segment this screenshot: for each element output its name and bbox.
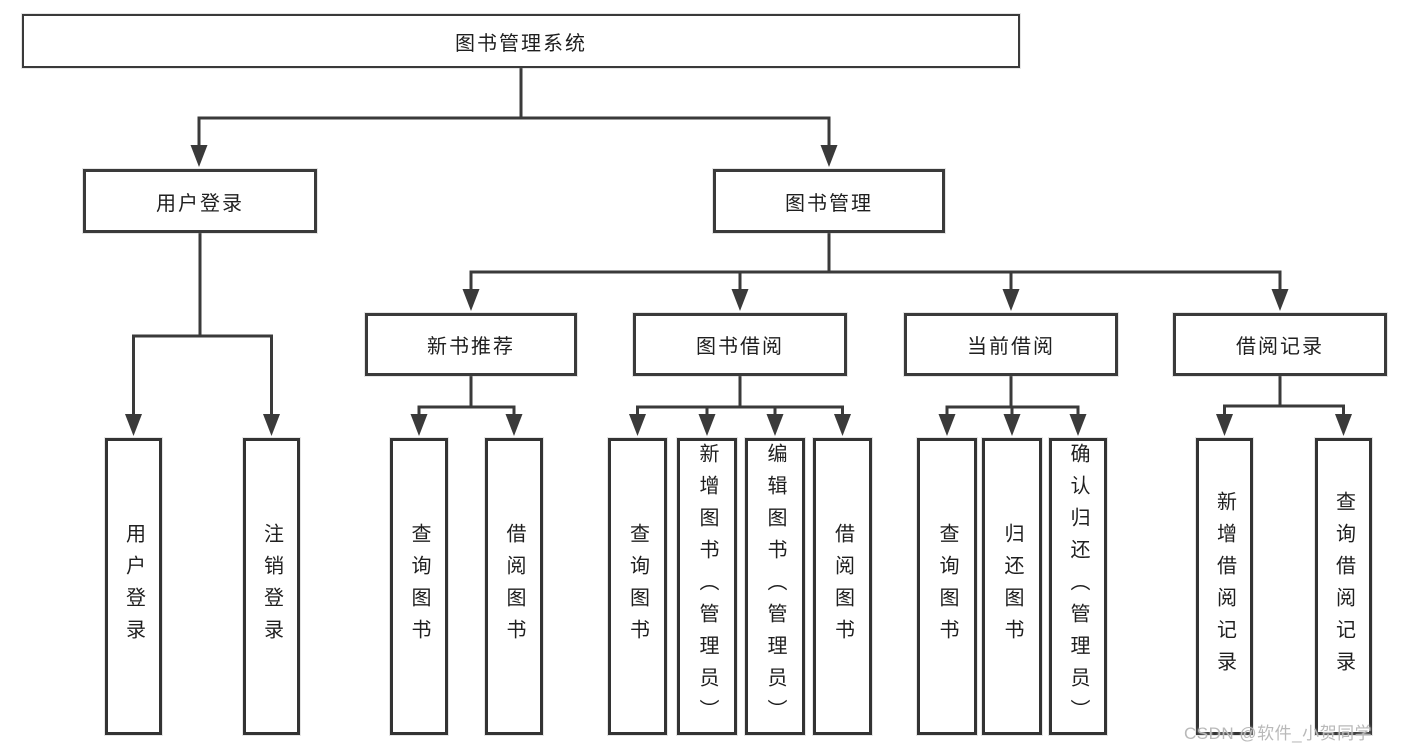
leaf-records-add-record: 新增借阅记录: [1196, 438, 1253, 735]
leaf-current-return-books: 归还图书: [982, 438, 1042, 735]
leaf-borrow-add-books-admin: 新增图书（管理员）: [677, 438, 737, 735]
leaf-recommend-query-books: 查询图书: [390, 438, 448, 735]
leaf-borrow-edit-books-admin: 编辑图书（管理员）: [745, 438, 805, 735]
leaf-current-query-books: 查询图书: [917, 438, 977, 735]
node-borrow-records: 借阅记录: [1173, 313, 1387, 376]
node-book-borrow: 图书借阅: [633, 313, 847, 376]
node-root-library-system: 图书管理系统: [22, 14, 1020, 68]
node-user-login: 用户登录: [83, 169, 317, 233]
connector-user-login-to-leaves: [125, 233, 280, 436]
connector-root-to-level2: [190, 68, 838, 167]
watermark: CSDN @软件_小贺同学: [1184, 724, 1373, 743]
connector-borrow-records-to-leaves: [1216, 376, 1352, 436]
node-new-book-recommend: 新书推荐: [365, 313, 577, 376]
node-book-management: 图书管理: [713, 169, 945, 233]
leaf-current-confirm-return-admin: 确认归还（管理员）: [1049, 438, 1107, 735]
leaf-recommend-borrow-books: 借阅图书: [485, 438, 543, 735]
connector-book-borrow-to-leaves: [629, 376, 851, 436]
leaf-logout: 注销登录: [243, 438, 300, 735]
leaf-records-query-record: 查询借阅记录: [1315, 438, 1372, 735]
leaf-borrow-borrow-books: 借阅图书: [813, 438, 872, 735]
connector-current-borrow-to-leaves: [938, 376, 1087, 436]
connector-new-book-recommend-to-leaves: [410, 376, 523, 436]
connector-book-management-to-level3: [462, 233, 1289, 311]
leaf-borrow-query-books: 查询图书: [608, 438, 667, 735]
leaf-user-login: 用户登录: [105, 438, 162, 735]
node-current-borrow: 当前借阅: [904, 313, 1118, 376]
